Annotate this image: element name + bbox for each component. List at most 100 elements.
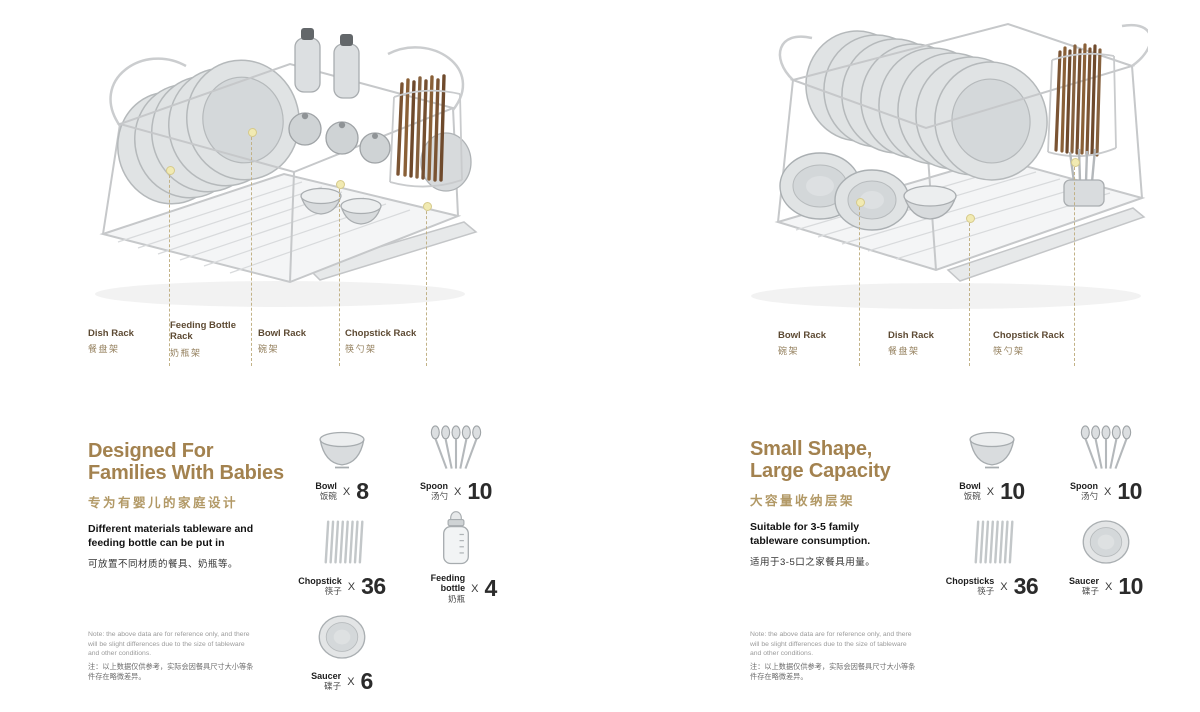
- left-note: Note: the above data are for reference o…: [88, 630, 256, 682]
- callout-dish-rack: Dish Rack 餐盘架: [88, 166, 175, 366]
- bowl-icon: [314, 420, 370, 472]
- callout-line: [422, 202, 432, 366]
- chopsticks-icon: [966, 515, 1018, 567]
- right-title-line1: Small Shape,: [750, 438, 873, 460]
- multiply-symbol: X: [986, 485, 995, 498]
- capacity-row: Bowl 饭碗 X 10: [959, 478, 1025, 505]
- capacity-label-en: Saucer: [1069, 576, 1100, 587]
- capacity-row: Spoon 汤勺 X 10: [1070, 478, 1142, 505]
- capacity-row: Saucer 碟子 X 10: [1069, 573, 1143, 600]
- capacity-item-saucer: Saucer 碟子 X 6: [292, 610, 392, 705]
- callout-dish-rack: Dish Rack 餐盘架: [888, 214, 975, 366]
- feeding-bottle-icon: [436, 509, 476, 567]
- capacity-row: Bowl 饭碗 X 8: [315, 478, 369, 505]
- capacity-item-chopsticks: Chopsticks 筷子 X 36: [942, 515, 1042, 610]
- capacity-item-saucer: Saucer 碟子 X 10: [1056, 515, 1156, 610]
- left-product-image: [58, 2, 478, 314]
- callout-label-en: Chopstick Rack: [345, 328, 417, 339]
- capacity-count: 10: [1118, 573, 1143, 599]
- capacity-item-bowl: Bowl 饭碗 X 8: [292, 420, 392, 515]
- capacity-count: 8: [356, 478, 369, 504]
- left-description-en: Different materials tableware and feedin…: [88, 523, 254, 549]
- multiply-symbol: X: [1104, 485, 1112, 498]
- right-note: Note: the above data are for reference o…: [750, 630, 918, 682]
- capacity-label-en: Spoon: [1070, 481, 1099, 492]
- callout-label-zh: 筷勺架: [993, 346, 1025, 357]
- left-note-zh: 注：以上数据仅供参考，实际会因餐具尺寸大小等条件存在略微差异。: [88, 661, 254, 681]
- capacity-label-zh: 碟子: [1082, 586, 1100, 597]
- capacity-item-spoon: Spoon 汤勺 X 10: [1056, 420, 1156, 515]
- left-title-line1: Designed For: [88, 440, 214, 462]
- callout-label-zh: 筷勺架: [345, 344, 377, 355]
- right-capacity-grid: Bowl 饭碗 X 10 Spoon 汤勺 X 10: [942, 420, 1156, 610]
- capacity-label-zh: 饭碗: [319, 491, 337, 502]
- callout-feeding-bottle-rack: Feeding Bottle Rack 奶瓶架: [170, 128, 257, 366]
- capacity-label-en: Bowl: [315, 481, 337, 492]
- left-description-zh: 可放置不同材质的餐具、奶瓶等。: [88, 559, 239, 571]
- capacity-count: 10: [467, 478, 492, 504]
- capacity-count: 4: [484, 575, 498, 602]
- callout-line: [965, 214, 975, 366]
- callout-bowl-rack: Bowl Rack 碗架: [258, 180, 345, 366]
- capacity-item-chopstick: Chopstick 筷子 X 36: [292, 515, 392, 610]
- capacity-row: Saucer 碟子 X 6: [311, 668, 373, 695]
- capacity-label-en: Chopstick: [298, 576, 342, 587]
- left-capacity-grid: Bowl 饭碗 X 8 Spoon 汤勺 X 10: [292, 420, 506, 705]
- right-title-line2: Large Capacity: [750, 460, 891, 482]
- callout-label-en: Chopstick Rack: [993, 330, 1065, 341]
- callout-line: [247, 128, 257, 366]
- callout-label-zh: 餐盘架: [88, 344, 120, 355]
- capacity-count: 10: [1000, 478, 1025, 504]
- saucer-icon: [1078, 515, 1134, 567]
- callout-label-en: Bowl Rack: [258, 328, 307, 339]
- callout-chopstick-rack: Chopstick Rack 筷勺架: [345, 202, 432, 366]
- capacity-count: 36: [1013, 573, 1039, 599]
- multiply-symbol: X: [342, 485, 351, 498]
- capacity-label-en: Feeding bottle: [430, 573, 466, 594]
- callout-line: [165, 166, 175, 366]
- left-subtitle-zh: 专为有婴儿的家庭设计: [88, 496, 239, 510]
- capacity-count: 36: [361, 573, 386, 599]
- capacity-label-en: Bowl: [959, 481, 981, 492]
- spoon-icon: [428, 420, 484, 472]
- right-description-zh: 适用于3-5口之家餐具用量。: [750, 557, 876, 569]
- capacity-label-zh: 汤勺: [431, 491, 449, 502]
- callout-bowl-rack: Bowl Rack 碗架: [778, 198, 865, 366]
- capacity-item-spoon: Spoon 汤勺 X 10: [406, 420, 506, 515]
- capacity-row: Chopsticks 筷子 X 36: [945, 573, 1039, 600]
- capacity-label-en: Saucer: [311, 671, 342, 682]
- callout-label-en: Feeding Bottle Rack: [170, 320, 236, 343]
- callout-line: [1070, 158, 1080, 366]
- capacity-row: Feeding bottle 奶瓶 X 4: [415, 573, 498, 604]
- callout-label-en: Bowl Rack: [778, 330, 827, 341]
- multiply-symbol: X: [471, 582, 479, 595]
- callout-line: [855, 198, 865, 366]
- callout-label-en: Dish Rack: [888, 330, 934, 341]
- capacity-count: 6: [360, 668, 374, 694]
- capacity-item-feeding-bottle: Feeding bottle 奶瓶 X 4: [406, 515, 506, 610]
- callout-line: [335, 180, 345, 366]
- multiply-symbol: X: [347, 675, 355, 688]
- callout-label-zh: 奶瓶架: [170, 347, 202, 358]
- multiply-symbol: X: [454, 485, 462, 498]
- callout-label-zh: 碗架: [778, 346, 800, 357]
- capacity-label-zh: 汤勺: [1081, 491, 1099, 502]
- capacity-label-en: Chopsticks: [945, 576, 995, 587]
- callout-label-zh: 餐盘架: [888, 346, 920, 357]
- callout-label-en: Dish Rack: [88, 328, 134, 339]
- capacity-label-zh: 饭碗: [963, 491, 981, 502]
- right-note-en: Note: the above data are for reference o…: [750, 631, 912, 658]
- right-rack-illustration: [751, 22, 1152, 309]
- multiply-symbol: X: [347, 580, 356, 593]
- saucer-icon: [314, 610, 370, 662]
- capacity-row: Chopstick 筷子 X 36: [298, 573, 386, 600]
- capacity-label-zh: 筷子: [324, 586, 342, 597]
- right-note-zh: 注：以上数据仅供参考，实际会因餐具尺寸大小等条件存在略微差异。: [750, 661, 916, 681]
- multiply-symbol: X: [1105, 580, 1113, 593]
- right-title: Small Shape,Large Capacity: [750, 438, 965, 482]
- capacity-label-zh: 筷子: [977, 586, 995, 597]
- right-subtitle-zh: 大容量收纳层架: [750, 494, 856, 508]
